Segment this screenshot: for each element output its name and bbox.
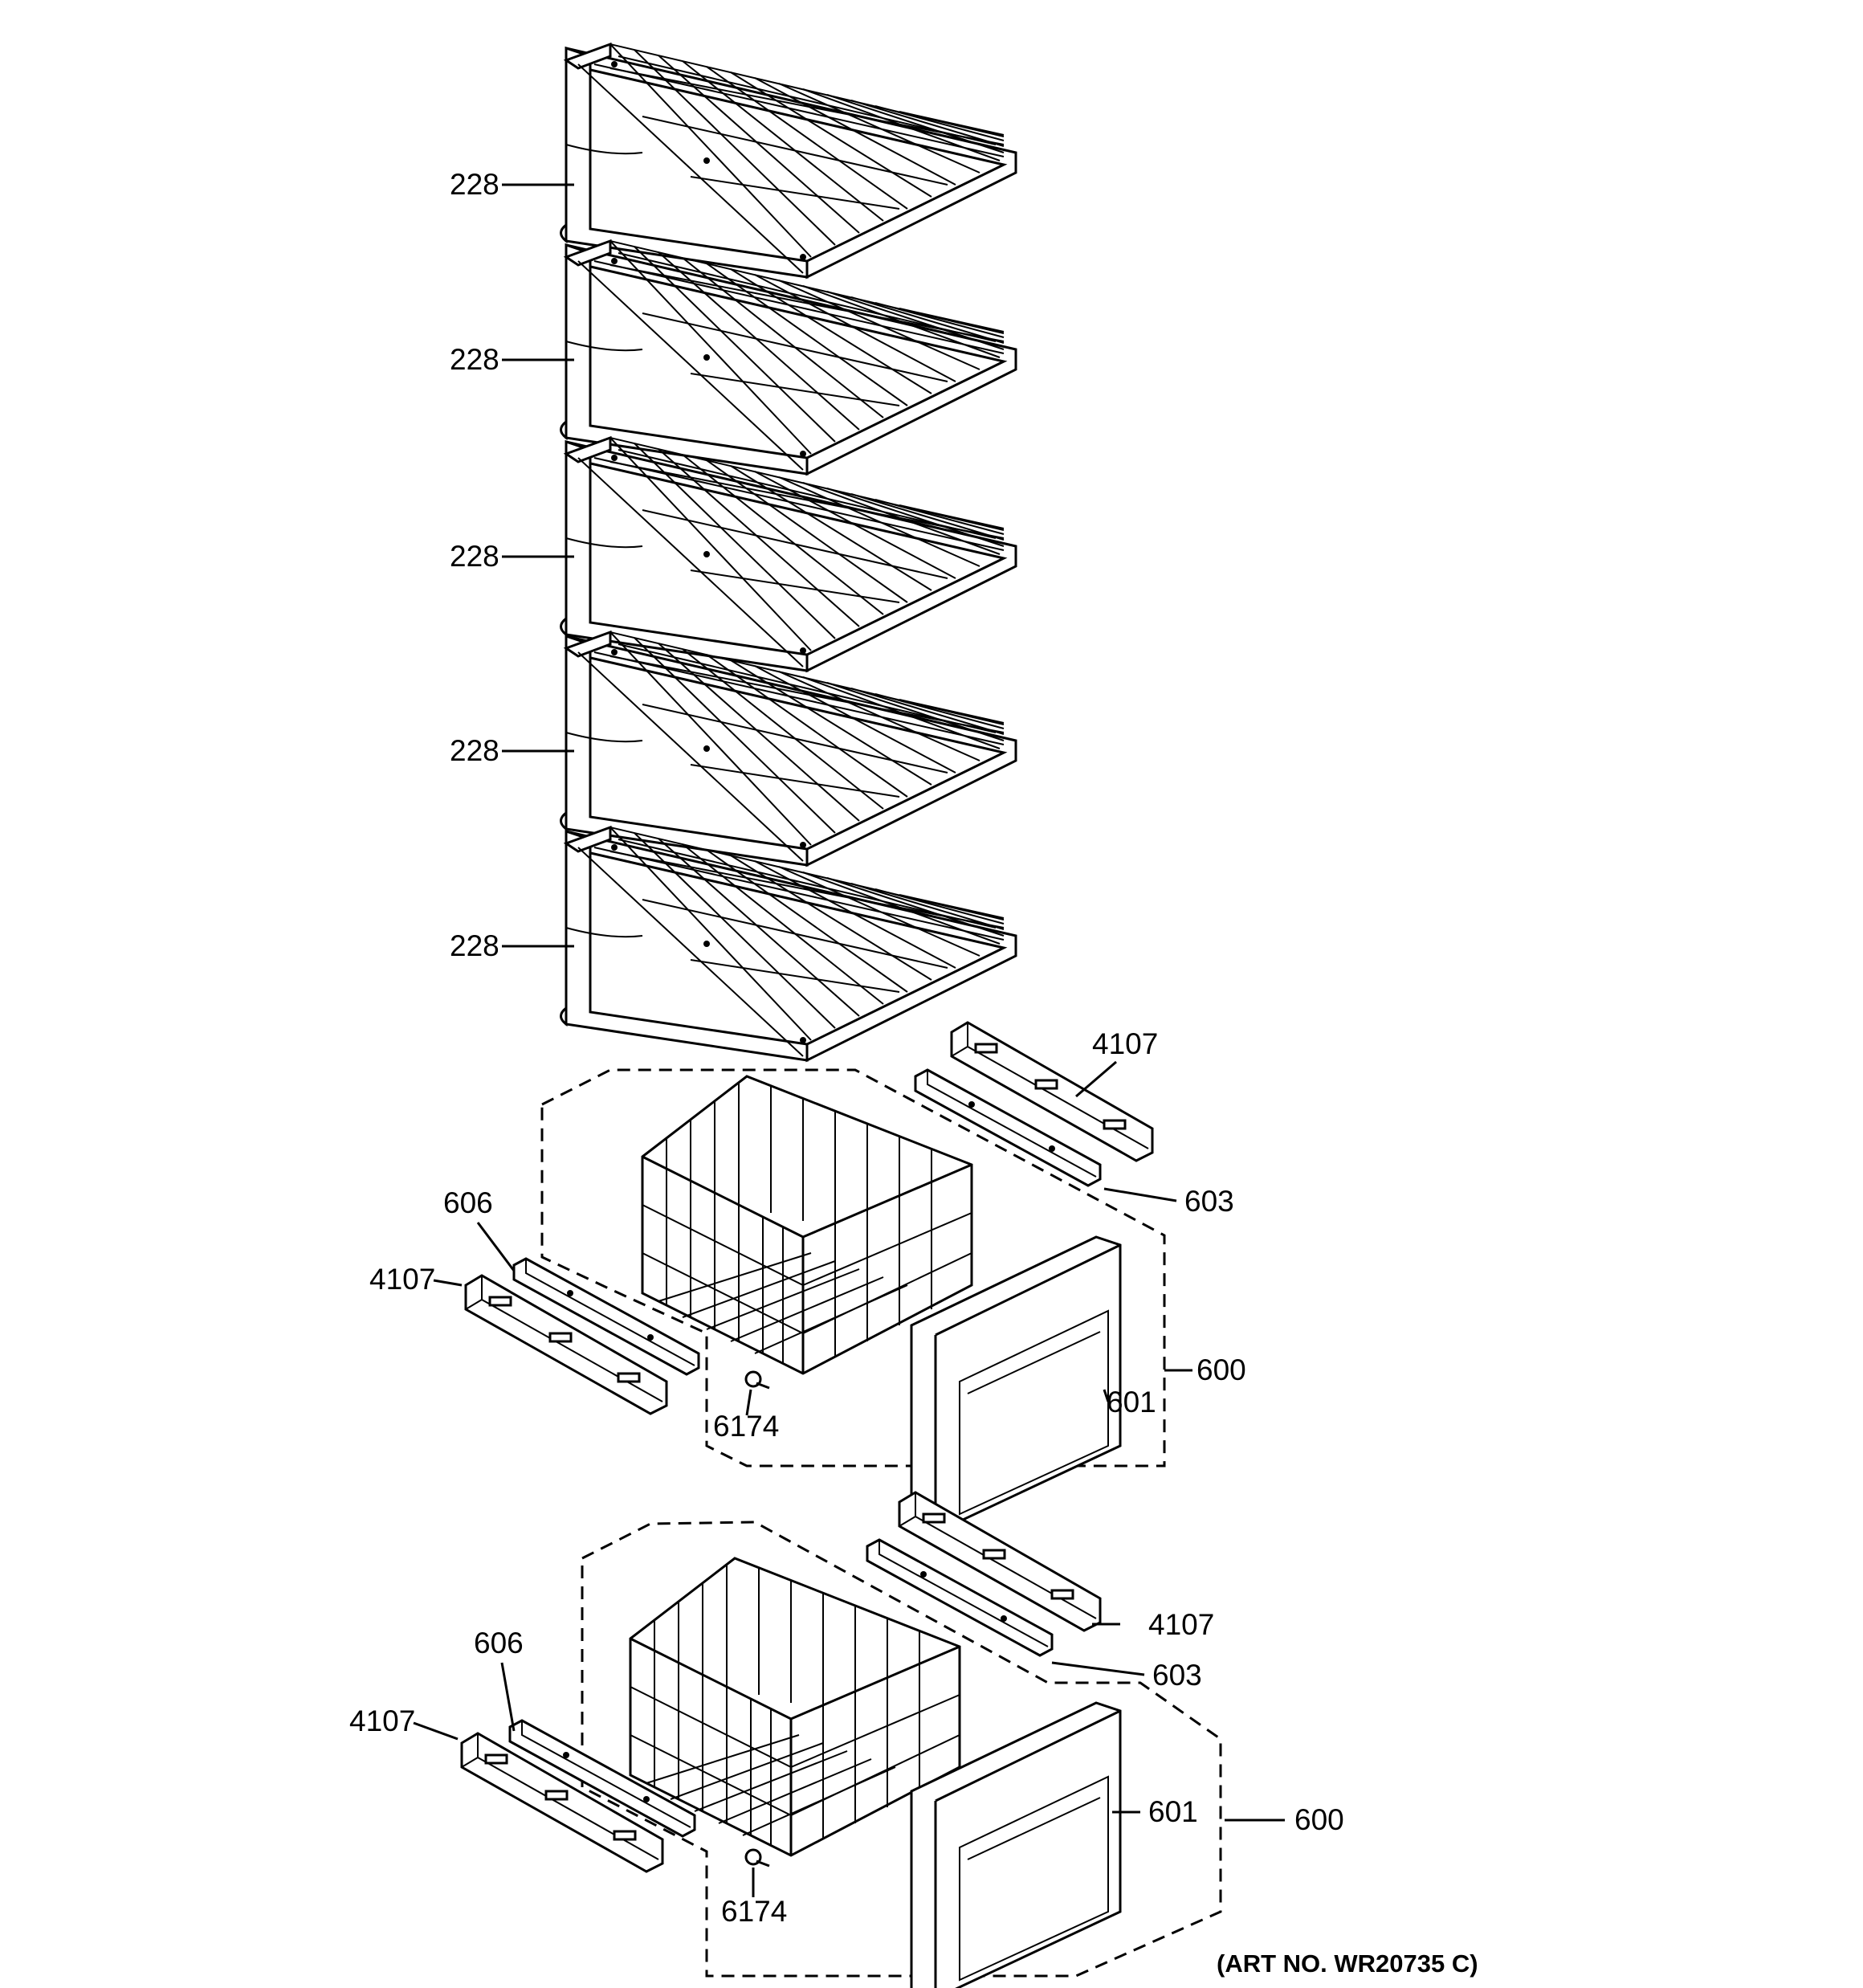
label-upper-slide-left: 4107 <box>369 1263 435 1296</box>
label-upper-rail-left: 606 <box>443 1186 493 1219</box>
upper-screw <box>744 1370 770 1390</box>
callout-shelf-4: 228 <box>450 734 574 767</box>
label-lower-screw: 6174 <box>721 1895 787 1928</box>
lower-assembly-outline <box>581 1521 1222 1978</box>
label-shelf-5: 228 <box>450 929 499 962</box>
art-number: (ART NO. WR20735 C) <box>1217 1949 1478 1978</box>
label-shelf-3: 228 <box>450 540 499 573</box>
callout-shelf-3: 228 <box>450 540 574 573</box>
label-upper-rail-right: 603 <box>1184 1185 1234 1218</box>
label-upper-drawer-front: 601 <box>1107 1386 1156 1419</box>
label-lower-rail-left: 606 <box>474 1627 524 1659</box>
callout-shelf-1: 228 <box>450 168 574 201</box>
callout-shelf-2: 228 <box>450 343 574 376</box>
upper-assembly-outline <box>540 1068 1166 1468</box>
label-lower-rail-right: 603 <box>1152 1659 1202 1692</box>
upper-drawer-assembly: 4107 603 606 4107 600 601 6174 <box>369 1021 1246 1534</box>
lower-drawer-assembly: 4107 603 606 4107 601 600 6174 <box>349 1491 1344 1988</box>
callout-shelf-5: 228 <box>450 929 574 962</box>
label-lower-slide-left: 4107 <box>349 1704 415 1737</box>
label-shelf-4: 228 <box>450 734 499 767</box>
label-lower-slide-right: 4107 <box>1148 1608 1214 1641</box>
label-lower-drawer-front: 601 <box>1148 1795 1198 1828</box>
label-upper-slide-right: 4107 <box>1092 1027 1158 1060</box>
lower-screw <box>744 1848 770 1868</box>
label-shelf-1: 228 <box>450 168 499 201</box>
label-shelf-2: 228 <box>450 343 499 376</box>
label-upper-drawer-assembly: 600 <box>1196 1353 1246 1386</box>
shelf-1 <box>560 43 1017 279</box>
shelf-2 <box>560 239 1017 476</box>
label-lower-drawer-assembly: 600 <box>1294 1803 1344 1836</box>
